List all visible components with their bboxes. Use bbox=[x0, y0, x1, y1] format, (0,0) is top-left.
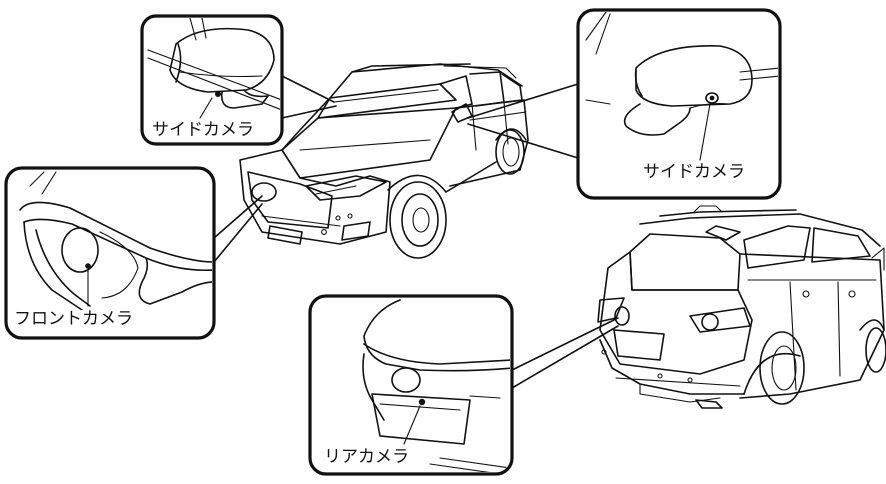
callout-front-camera bbox=[4, 166, 216, 340]
side-camera-right-label: サイドカメラ bbox=[641, 162, 747, 182]
callout-side-camera-right bbox=[576, 8, 782, 200]
callout-rear-camera bbox=[308, 294, 514, 476]
side-camera-left-label: サイドカメラ bbox=[150, 120, 256, 140]
front-camera-label: フロントカメラ bbox=[12, 309, 135, 329]
front-vehicle-illustration bbox=[239, 63, 529, 259]
rear-camera-label: リアカメラ bbox=[322, 447, 411, 467]
callout-side-camera-left bbox=[140, 14, 284, 146]
rear-vehicle-illustration bbox=[597, 205, 886, 409]
leader-lines bbox=[213, 75, 619, 389]
